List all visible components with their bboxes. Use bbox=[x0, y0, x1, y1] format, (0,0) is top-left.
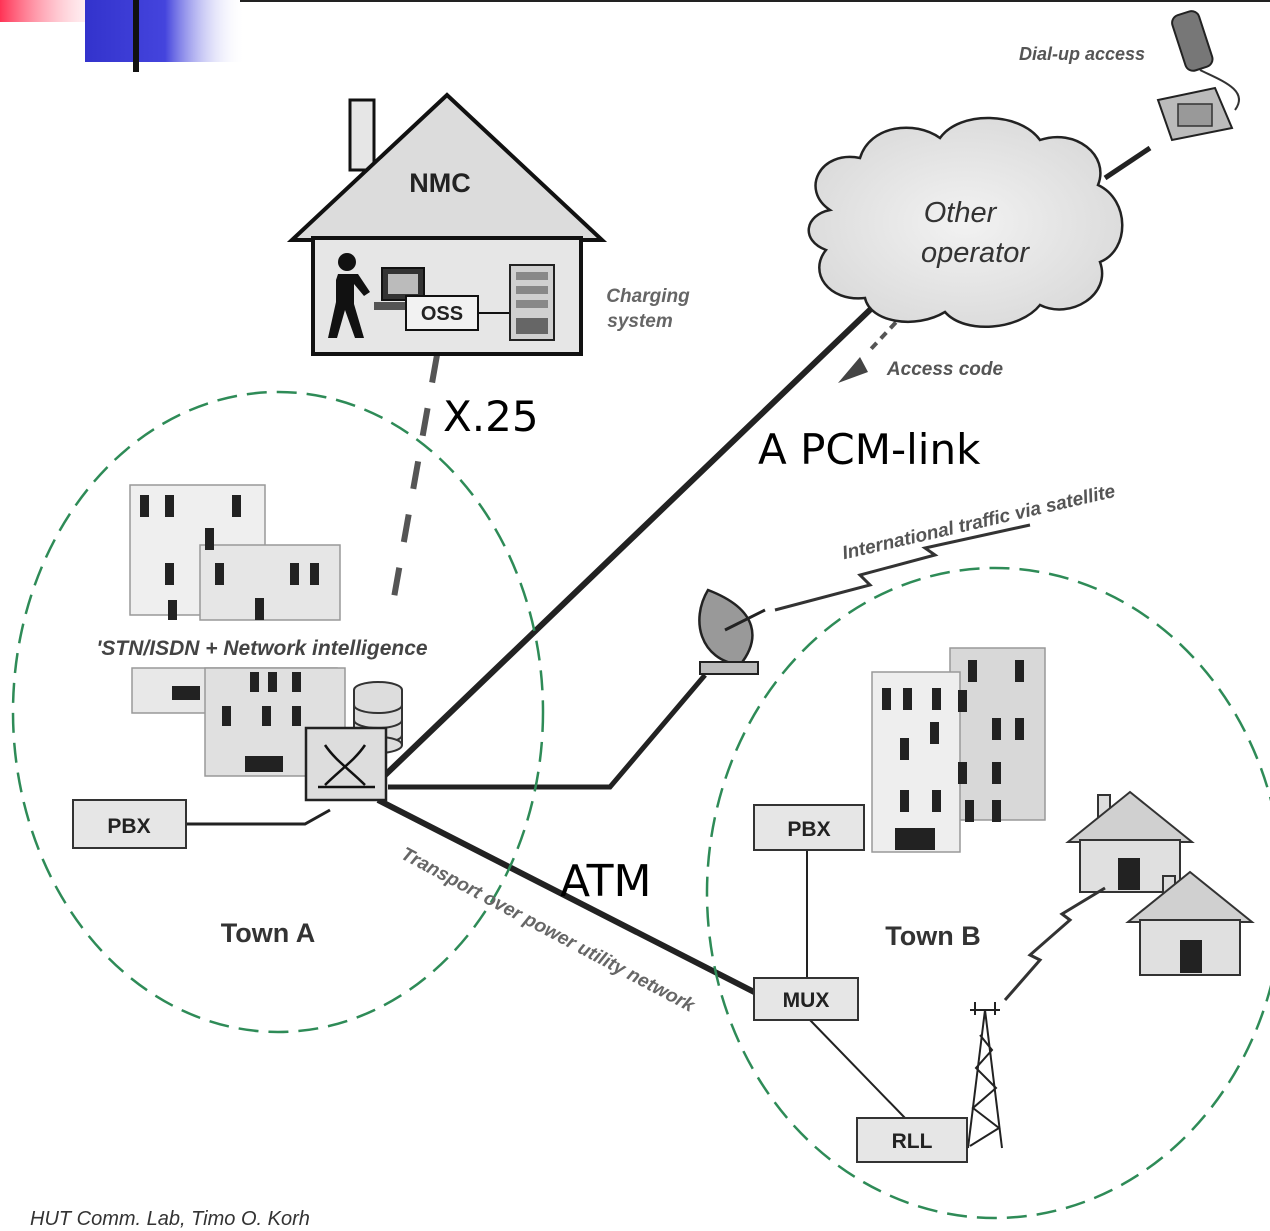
town-b-houses bbox=[1065, 790, 1255, 976]
oss-box bbox=[405, 295, 479, 331]
mux-label: MUX bbox=[783, 989, 830, 1012]
cloud-label-2: operator bbox=[921, 237, 1030, 269]
town-b-apartment-buildings bbox=[871, 647, 1046, 853]
operator-person-icon bbox=[328, 253, 370, 338]
charging-system-label-2: system bbox=[607, 311, 673, 332]
mux-rll-line bbox=[809, 1019, 906, 1119]
cloud-label-1: Other bbox=[924, 197, 998, 229]
rll-wireless-signal-icon bbox=[1003, 886, 1106, 1001]
town-b-label: Town B bbox=[885, 921, 980, 951]
town-b-pbx-box: PBX bbox=[753, 804, 865, 851]
slide-corner-accent bbox=[0, 0, 1270, 72]
nmc-label: NMC bbox=[409, 168, 471, 198]
computer-icon bbox=[374, 267, 432, 310]
dialup-label: Dial-up access bbox=[1019, 44, 1145, 64]
pcm-link-line bbox=[377, 302, 878, 783]
cloud-to-phone-line bbox=[1103, 145, 1152, 181]
town-a-zone bbox=[11, 390, 545, 1034]
access-code-dashed-line bbox=[868, 300, 917, 352]
town-a-building-caption: 'STN/ISDN + Network intelligence bbox=[96, 637, 427, 660]
pbx-a-link-line bbox=[186, 808, 331, 826]
x25-annotation: X.25 bbox=[443, 392, 539, 441]
slide-footer: HUT Comm. Lab, Timo O. Korh bbox=[30, 1208, 310, 1230]
town-b-zone bbox=[705, 566, 1270, 1220]
satellite-dish-icon bbox=[698, 588, 766, 675]
x25-dashed-line bbox=[387, 354, 440, 621]
access-code-label: Access code bbox=[886, 359, 1004, 380]
access-code-arrow-icon bbox=[838, 357, 868, 383]
wireless-signal-icon bbox=[774, 523, 1031, 612]
network-links bbox=[186, 145, 1152, 1119]
other-operator-cloud: Other operator bbox=[807, 116, 1124, 329]
oss-label: OSS bbox=[421, 303, 463, 325]
charging-system-label-1: Charging bbox=[606, 286, 690, 307]
nmc-building: NMC OSS Charging system bbox=[286, 92, 690, 356]
satellite-traffic-label: International traffic via satellite bbox=[840, 481, 1117, 564]
town-a-pbx-box: PBX bbox=[72, 799, 187, 849]
radio-tower-icon bbox=[967, 1002, 1003, 1149]
town-b-pbx-label: PBX bbox=[787, 818, 830, 841]
telephone-icon bbox=[1156, 10, 1240, 142]
rll-label: RLL bbox=[892, 1130, 933, 1153]
atm-annotation: ATM bbox=[560, 856, 652, 907]
mux-box: MUX bbox=[753, 977, 859, 1021]
atm-link-line bbox=[376, 797, 762, 998]
pcm-link-annotation: A PCM-link bbox=[758, 425, 981, 474]
satellite-link-line bbox=[388, 673, 707, 790]
power-network-label: Transport over power utility network bbox=[397, 844, 699, 1018]
switch-exchange-icon bbox=[304, 726, 388, 802]
town-a-label: Town A bbox=[221, 918, 315, 948]
town-a-building-upper bbox=[129, 484, 341, 621]
charging-server-icon bbox=[509, 264, 555, 341]
rll-box: RLL bbox=[856, 1117, 968, 1163]
town-a-pbx-label: PBX bbox=[107, 815, 150, 838]
